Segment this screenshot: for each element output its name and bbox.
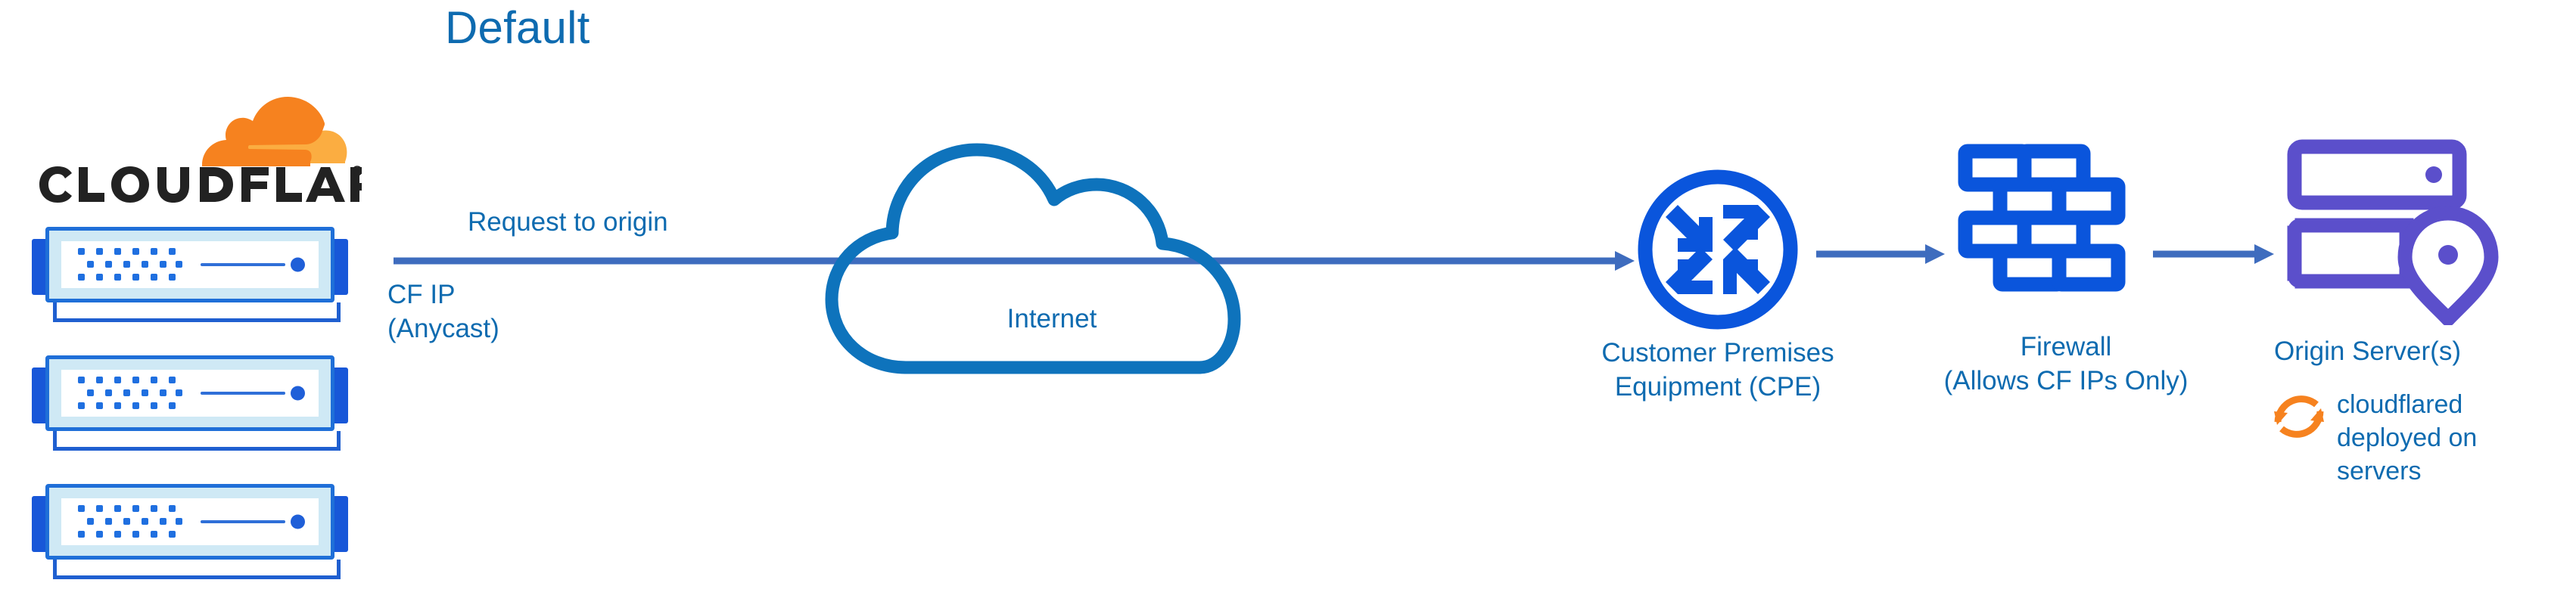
cloudflare-edge-server-2	[24, 352, 356, 451]
arrow-shaft	[1816, 250, 1927, 258]
rack-chassis	[45, 227, 334, 302]
label-cf-ip-line2: (Anycast)	[387, 313, 499, 343]
rack-vent-dots	[78, 248, 182, 281]
rack-vent-dots	[78, 377, 182, 410]
arrow-head	[2254, 244, 2274, 264]
router-icon	[1638, 169, 1798, 330]
arrow-shaft	[394, 257, 1615, 265]
label-cloudflared-line2: deployed on	[2337, 423, 2478, 453]
rack-front-panel	[61, 498, 319, 545]
cloudflare-logo: R	[36, 97, 362, 218]
arrow-head	[1615, 251, 1635, 271]
label-customer-premises-equipment: Customer Premises Equipment (CPE)	[1551, 336, 1884, 405]
cloudflare-cloud-icon	[202, 97, 347, 166]
cloudflare-edge-server-1	[24, 224, 356, 322]
label-firewall: Firewall (Allows CF IPs Only)	[1915, 330, 2217, 398]
label-internet: Internet	[1006, 304, 1097, 333]
label-cloudflared-line3: servers	[2337, 457, 2422, 486]
rack-base-shadow	[53, 302, 341, 322]
arrow-cpe-to-firewall	[1816, 244, 1945, 264]
svg-text:R: R	[355, 169, 359, 175]
origin-server-icon	[2287, 139, 2499, 325]
label-cpe-line2: Equipment (CPE)	[1614, 371, 1822, 402]
page-title: Default	[445, 2, 590, 53]
refresh-cycle-icon	[2274, 395, 2324, 438]
label-firewall-line1: Firewall	[2020, 332, 2112, 361]
rack-vent-dots	[78, 505, 182, 538]
rack-power-led	[291, 386, 305, 401]
label-cpe-line1: Customer Premises	[1601, 338, 1834, 367]
arrow-firewall-to-origin	[2153, 244, 2274, 264]
brick-wall-icon	[1958, 144, 2126, 292]
rack-base-shadow	[53, 560, 341, 579]
cloud-icon	[825, 143, 1241, 374]
cloudflare-edge-server-3	[24, 481, 356, 579]
rack-front-panel	[61, 241, 319, 288]
arrow-head	[1925, 244, 1945, 264]
cloudflare-wordmark: R	[39, 166, 362, 203]
label-cf-ip-line1: CF IP	[387, 280, 456, 309]
arrow-shaft	[2153, 250, 2256, 258]
rack-power-led	[291, 257, 305, 272]
label-firewall-line2: (Allows CF IPs Only)	[1943, 365, 2189, 395]
rack-status-bar	[201, 520, 285, 523]
rack-status-bar	[201, 263, 285, 266]
label-cf-ip-anycast: CF IP (Anycast)	[387, 278, 499, 346]
rack-chassis	[45, 355, 334, 431]
rack-power-led	[291, 514, 305, 529]
label-cloudflared-deployed: cloudflared deployed on servers	[2337, 388, 2526, 488]
label-cloudflared-line1: cloudflared	[2337, 390, 2463, 419]
label-origin-server: Origin Server(s)	[2274, 336, 2461, 366]
rack-front-panel	[61, 370, 319, 417]
rack-base-shadow	[53, 431, 341, 451]
rack-chassis	[45, 484, 334, 560]
arrow-edge-to-cpe	[394, 251, 1635, 271]
rack-status-bar	[201, 392, 285, 395]
arrow-label-request-to-origin: Request to origin	[468, 207, 668, 237]
